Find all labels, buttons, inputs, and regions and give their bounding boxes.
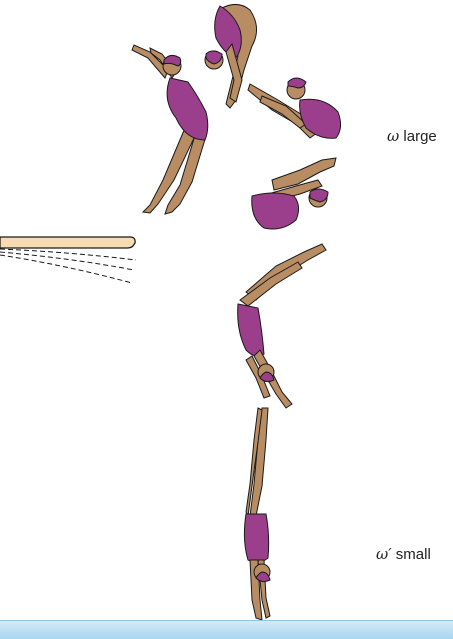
omega-symbol: ω <box>387 127 400 145</box>
water-surface <box>0 620 453 639</box>
diver-tuck-lower <box>251 157 337 230</box>
angular-velocity-small-label: ω′ small <box>376 545 431 563</box>
diver-extending <box>237 243 327 409</box>
small-text: small <box>391 546 431 563</box>
diver-takeoff <box>131 44 209 215</box>
angular-velocity-large-label: ω large <box>387 127 437 145</box>
diver-tuck-right <box>247 77 342 139</box>
large-text: large <box>399 128 437 145</box>
diving-board <box>0 236 137 284</box>
diver-entry <box>243 407 271 621</box>
omega-prime-symbol: ω′ <box>376 545 392 563</box>
diver-tuck-top <box>204 4 257 109</box>
